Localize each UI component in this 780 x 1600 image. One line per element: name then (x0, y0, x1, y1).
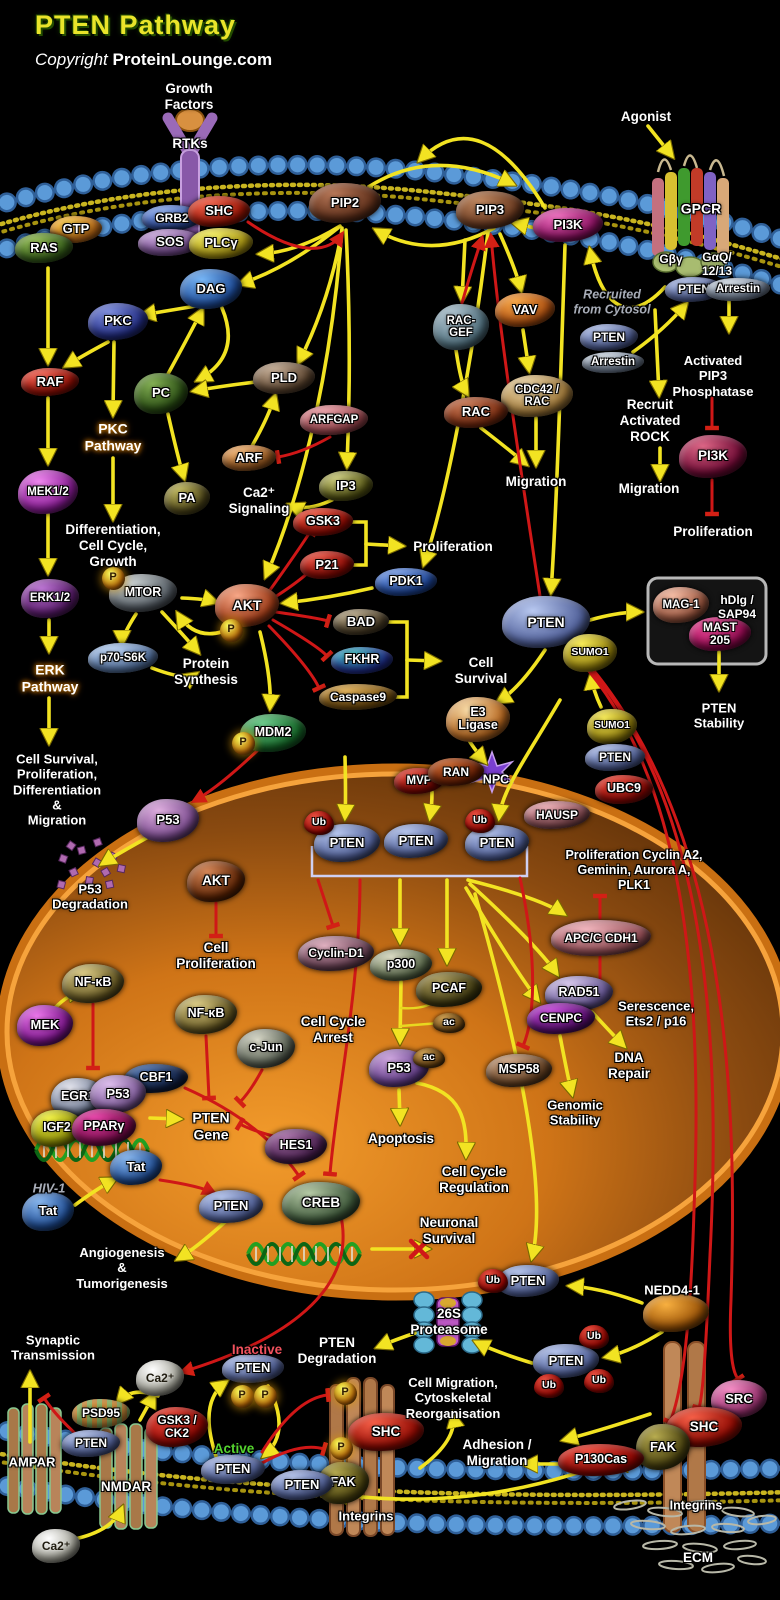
header: PTEN Pathway Copyright ProteinLounge.com (35, 10, 272, 70)
pten-bracket (310, 846, 529, 878)
gpcr-receptor (652, 154, 729, 278)
ecm-mesh (613, 1499, 777, 1574)
proteasome-26s (413, 1291, 483, 1354)
page-title: PTEN Pathway (35, 10, 237, 40)
copyright-brand: ProteinLounge.com (112, 50, 273, 69)
inhibition-lines (37, 220, 745, 1465)
nucleus (0, 763, 780, 1301)
copyright: Copyright ProteinLounge.com (35, 50, 272, 70)
blocked-x (408, 1238, 430, 1260)
mag1-complex-box (646, 576, 768, 666)
copyright-prefix: Copyright (35, 50, 113, 69)
activation-arrows (30, 124, 730, 1542)
